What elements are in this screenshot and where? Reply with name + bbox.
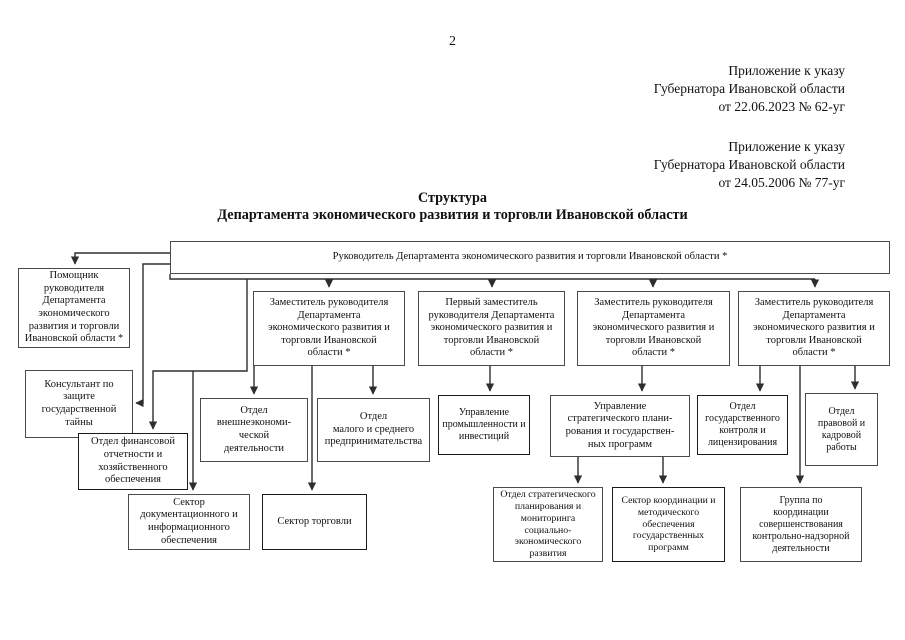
org-box-deputy-3: Заместитель руководителя Департамента эк… [577, 291, 730, 366]
org-box-finance-dept: Отдел финансовой отчетности и хозяйствен… [78, 433, 188, 490]
org-box-strategic-planning-dept: Отдел стратегического планирования и мон… [493, 487, 603, 562]
org-box-documentation-sector: Сектор документационного и информационно… [128, 494, 250, 550]
org-box-control-improvement-group: Группа по координации совершенствования … [740, 487, 862, 562]
org-box-foreign-economic-dept: Отдел внешнеэкономи- ческой деятельности [200, 398, 308, 462]
org-box-trade-sector: Сектор торговли [262, 494, 367, 550]
org-box-strategic-directorate: Управление стратегического плани- ровани… [550, 395, 690, 457]
org-box-coordination-sector: Сектор координации и методического обесп… [612, 487, 725, 562]
annex-reference-2: Приложение к указу Губернатора Ивановско… [653, 139, 845, 190]
org-box-state-secret-consultant: Консультант по защите государственной та… [25, 370, 133, 438]
org-box-assistant: Помощник руководителя Департамента эконо… [18, 268, 130, 348]
org-box-first-deputy: Первый заместитель руководителя Департам… [418, 291, 565, 366]
org-box-deputy-4: Заместитель руководителя Департамента эк… [738, 291, 890, 366]
chart-title: Структура Департамента экономического ра… [217, 190, 688, 224]
page-number: 2 [449, 34, 456, 49]
org-box-deputy-1: Заместитель руководителя Департамента эк… [253, 291, 405, 366]
org-box-director: Руководитель Департамента экономического… [170, 241, 890, 274]
org-box-legal-hr-dept: Отдел правовой и кадровой работы [805, 393, 878, 466]
org-box-small-business-dept: Отдел малого и среднего предпринимательс… [317, 398, 430, 462]
annex-reference-1: Приложение к указу Губернатора Ивановско… [653, 63, 845, 114]
org-box-state-control-dept: Отдел государственного контроля и лиценз… [697, 395, 788, 455]
org-box-industry-directorate: Управление промышленности и инвестиций [438, 395, 530, 455]
